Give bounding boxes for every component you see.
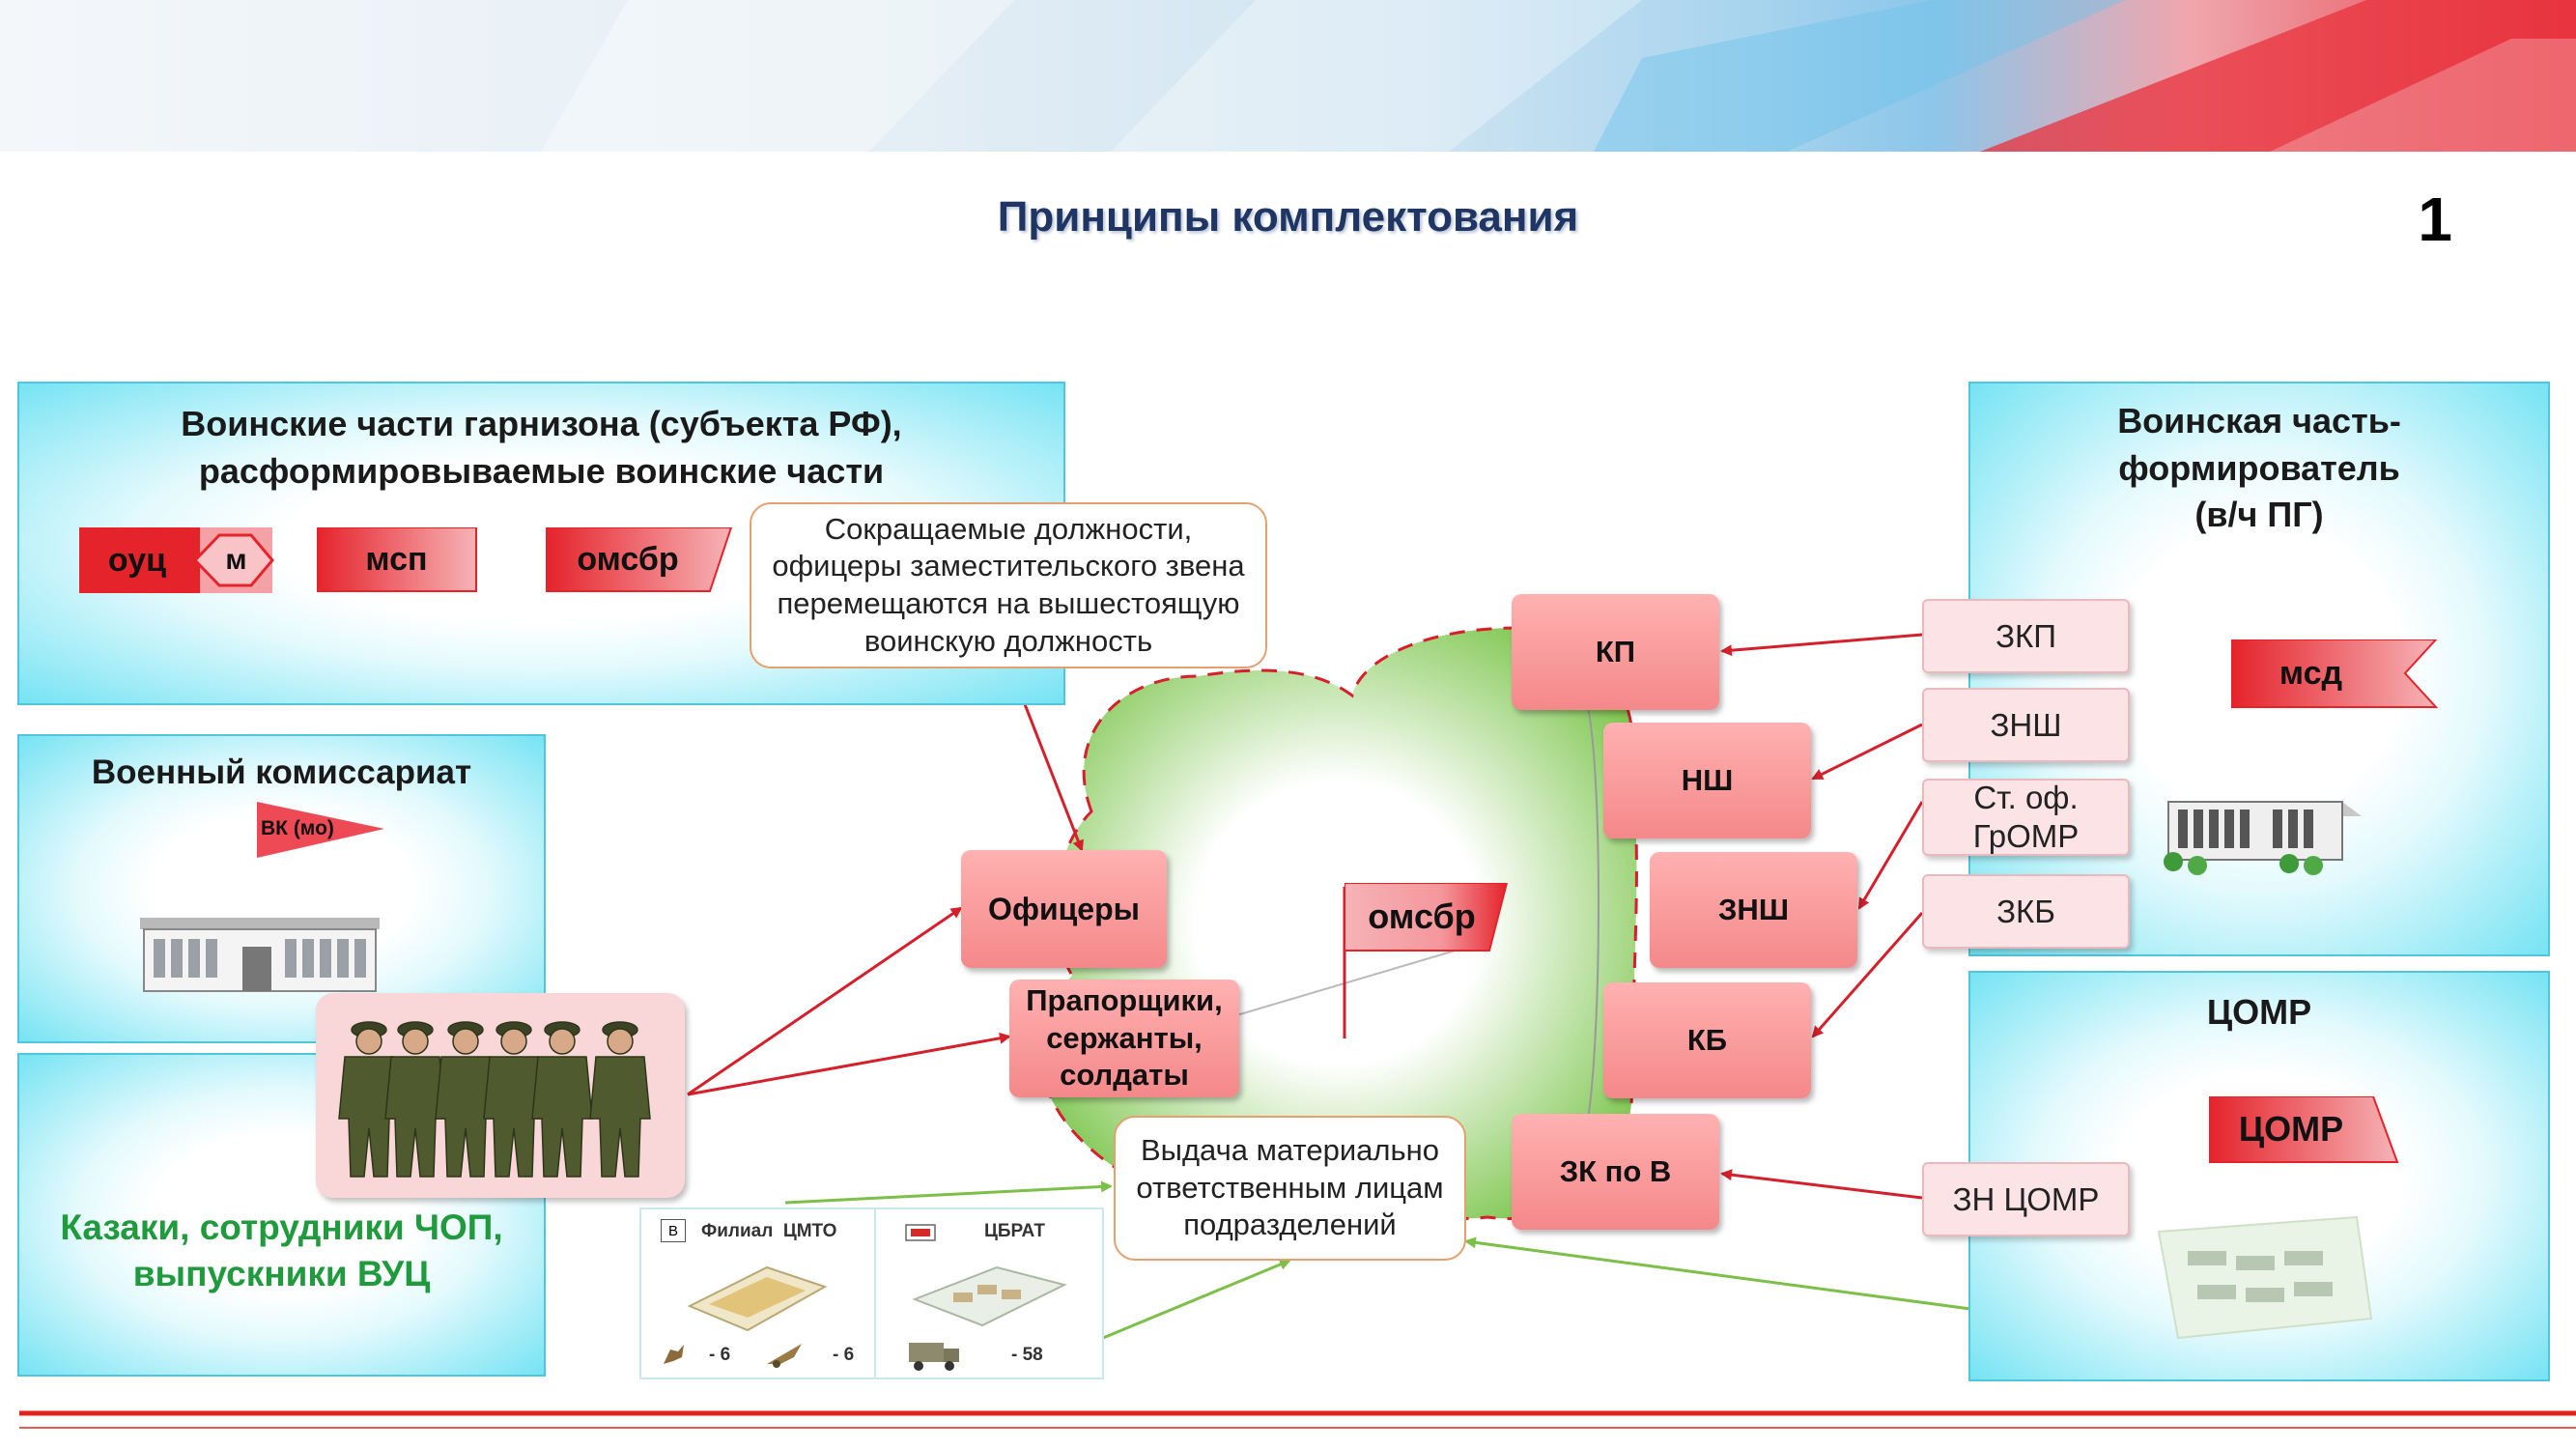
- former-title: Воинская часть- формирователь (в/ч ПГ): [1970, 398, 2548, 539]
- source-st-of-line1: Ст. оф.: [1973, 780, 2079, 816]
- depot-cbrat-truck-icon: [909, 1343, 959, 1371]
- former-title-line2: формирователь: [2118, 447, 2400, 488]
- flag-center-omsbr-shape: [1344, 882, 1509, 952]
- post-kp: КП: [1512, 594, 1719, 710]
- officers-box: Офицеры: [961, 850, 1167, 968]
- flag-center-omsbr-label: омсбр: [1368, 896, 1476, 936]
- depot-filial-warehouse-icon: [687, 1265, 828, 1332]
- flag-omsbr-shape: [545, 526, 733, 592]
- source-zkp: ЗКП: [1922, 599, 2130, 673]
- depot-filial-badge: В: [661, 1219, 686, 1242]
- arrow-zntsomr-zk: [1720, 1169, 1923, 1200]
- note-reduced-line4: воинскую должность: [863, 623, 1153, 658]
- arrow-cbrat-issue: [1102, 1259, 1291, 1340]
- source-zkb: ЗКБ: [1922, 874, 2130, 949]
- flag-msp-label: мсп: [365, 540, 428, 578]
- flag-m-label: м: [225, 544, 247, 576]
- garrison-title: Воинские части гарнизона (субъекта РФ), …: [19, 401, 1063, 495]
- ranks-box: Прапорщики, сержанты, солдаты: [1009, 980, 1239, 1097]
- flag-omsbr-label: омсбр: [577, 540, 679, 578]
- former-building-icon: [2164, 801, 2362, 875]
- garrison-title-line2: расформировываемые воинские части: [198, 450, 885, 491]
- arrow-soldiers-officers: [687, 906, 963, 1096]
- flag-ouc-label: оуц: [107, 541, 167, 579]
- note-issue-line3: подразделений: [1183, 1208, 1397, 1242]
- tsomr-title: ЦОМР: [2206, 992, 2312, 1032]
- commissariat-title: Военный комиссариат: [91, 753, 472, 791]
- post-nsh: НШ: [1603, 723, 1811, 838]
- arrow-znsh-nsh: [1811, 723, 1923, 781]
- depot-filial-tsmto: В Филиал ЦМТО - 6 - 6: [639, 1208, 876, 1379]
- depot-filial-soldier-icon: [664, 1345, 684, 1364]
- arrow-zkb-kb: [1811, 912, 1924, 1038]
- flag-vk-shape: [257, 802, 384, 858]
- flag-vk: ВК (мо): [257, 802, 387, 865]
- banner-decoration: [541, 0, 2576, 152]
- arrow-soldiers-ranks: [687, 1032, 1011, 1096]
- depot-cbrat-yard-icon: [912, 1265, 1067, 1327]
- source-znsh: ЗНШ: [1922, 688, 2130, 762]
- depot-filial-count1: - 6: [709, 1345, 731, 1365]
- cossacks-text: Казаки, сотрудники ЧОП, выпускники ВУЦ: [19, 1205, 544, 1297]
- former-title-line3: (в/ч ПГ): [2194, 495, 2324, 535]
- depot-cbrat-count1: - 58: [1011, 1345, 1043, 1365]
- tsomr-site-icon: [2157, 1215, 2373, 1340]
- note-reduced-line2: офицеры заместительского звена: [772, 549, 1245, 583]
- flag-ouc-shape: [79, 527, 274, 593]
- flag-msd: мсд: [2230, 639, 2439, 714]
- flag-tsomr: ЦОМР: [2208, 1095, 2402, 1171]
- flag-tsomr-label: ЦОМР: [2238, 1109, 2344, 1149]
- ranks-line2: сержанты,: [1046, 1020, 1203, 1055]
- page-title: Принципы комплектования: [997, 193, 1579, 241]
- soldiers-image: [316, 993, 685, 1198]
- arrow-zkp-kp: [1720, 633, 1923, 657]
- commissariat-building-icon: [140, 918, 380, 992]
- depot-filial-name: Филиал ЦМТО: [701, 1221, 837, 1241]
- flag-ouc: оуц м: [79, 527, 282, 600]
- note-issue: Выдача материально ответственным лицам п…: [1114, 1116, 1466, 1261]
- source-zn-tsomr: ЗН ЦОМР: [1922, 1162, 2130, 1236]
- cossacks-line2: выпускники ВУЦ: [132, 1254, 431, 1294]
- garrison-title-line1: Воинские части гарнизона (субъекта РФ),: [181, 404, 902, 443]
- flag-center-omsbr: омсбр: [1344, 882, 1514, 957]
- cossacks-line1: Казаки, сотрудники ЧОП,: [60, 1208, 503, 1247]
- arrow-filial-issue: [784, 1180, 1113, 1205]
- source-st-of-line2: ГрОМР: [1972, 818, 2080, 854]
- post-kb: КБ: [1603, 982, 1811, 1098]
- note-issue-line1: Выдача материально: [1141, 1132, 1439, 1167]
- note-reduced-line3: перемещаются на вышестоящую: [777, 586, 1240, 620]
- depot-filial-gun-icon: [767, 1344, 802, 1368]
- flag-vk-label: ВК (мо): [261, 817, 334, 839]
- page-number: 1: [2418, 185, 2452, 254]
- post-znsh: ЗНШ: [1650, 852, 1857, 968]
- note-reduced-line1: Сокращаемые должности,: [824, 511, 1193, 546]
- flag-msp: мсп: [316, 526, 479, 598]
- soldiers-icon: [338, 1021, 651, 1178]
- flag-tsomr-shape: [2208, 1095, 2399, 1163]
- ranks-line3: солдаты: [1060, 1058, 1189, 1093]
- depot-filial-count2: - 6: [833, 1345, 855, 1365]
- post-zk-po-v: ЗК по В: [1512, 1114, 1719, 1230]
- arrow-stof-znsh: [1857, 801, 1924, 910]
- depot-cbrat: ЦБРАТ - 58: [874, 1208, 1104, 1379]
- ranks-line1: Прапорщики,: [1026, 982, 1223, 1017]
- former-title-line1: Воинская часть-: [2117, 401, 2401, 440]
- header-banner: [0, 0, 2576, 152]
- note-reduced-positions: Сокращаемые должности, офицеры заместите…: [750, 502, 1267, 668]
- flag-msd-label: мсд: [2279, 654, 2343, 692]
- note-issue-line2: ответственным лицам: [1136, 1170, 1444, 1205]
- depot-cbrat-badge-icon: [905, 1224, 936, 1241]
- flag-omsbr: омсбр: [545, 526, 734, 598]
- depot-cbrat-name: ЦБРАТ: [984, 1221, 1045, 1241]
- flag-msd-shape: [2230, 639, 2439, 708]
- source-st-of: Ст. оф. ГрОМР: [1922, 779, 2130, 856]
- arrow-tsomr-issue: [1464, 1236, 1971, 1311]
- flag-msp-shape: [316, 526, 477, 592]
